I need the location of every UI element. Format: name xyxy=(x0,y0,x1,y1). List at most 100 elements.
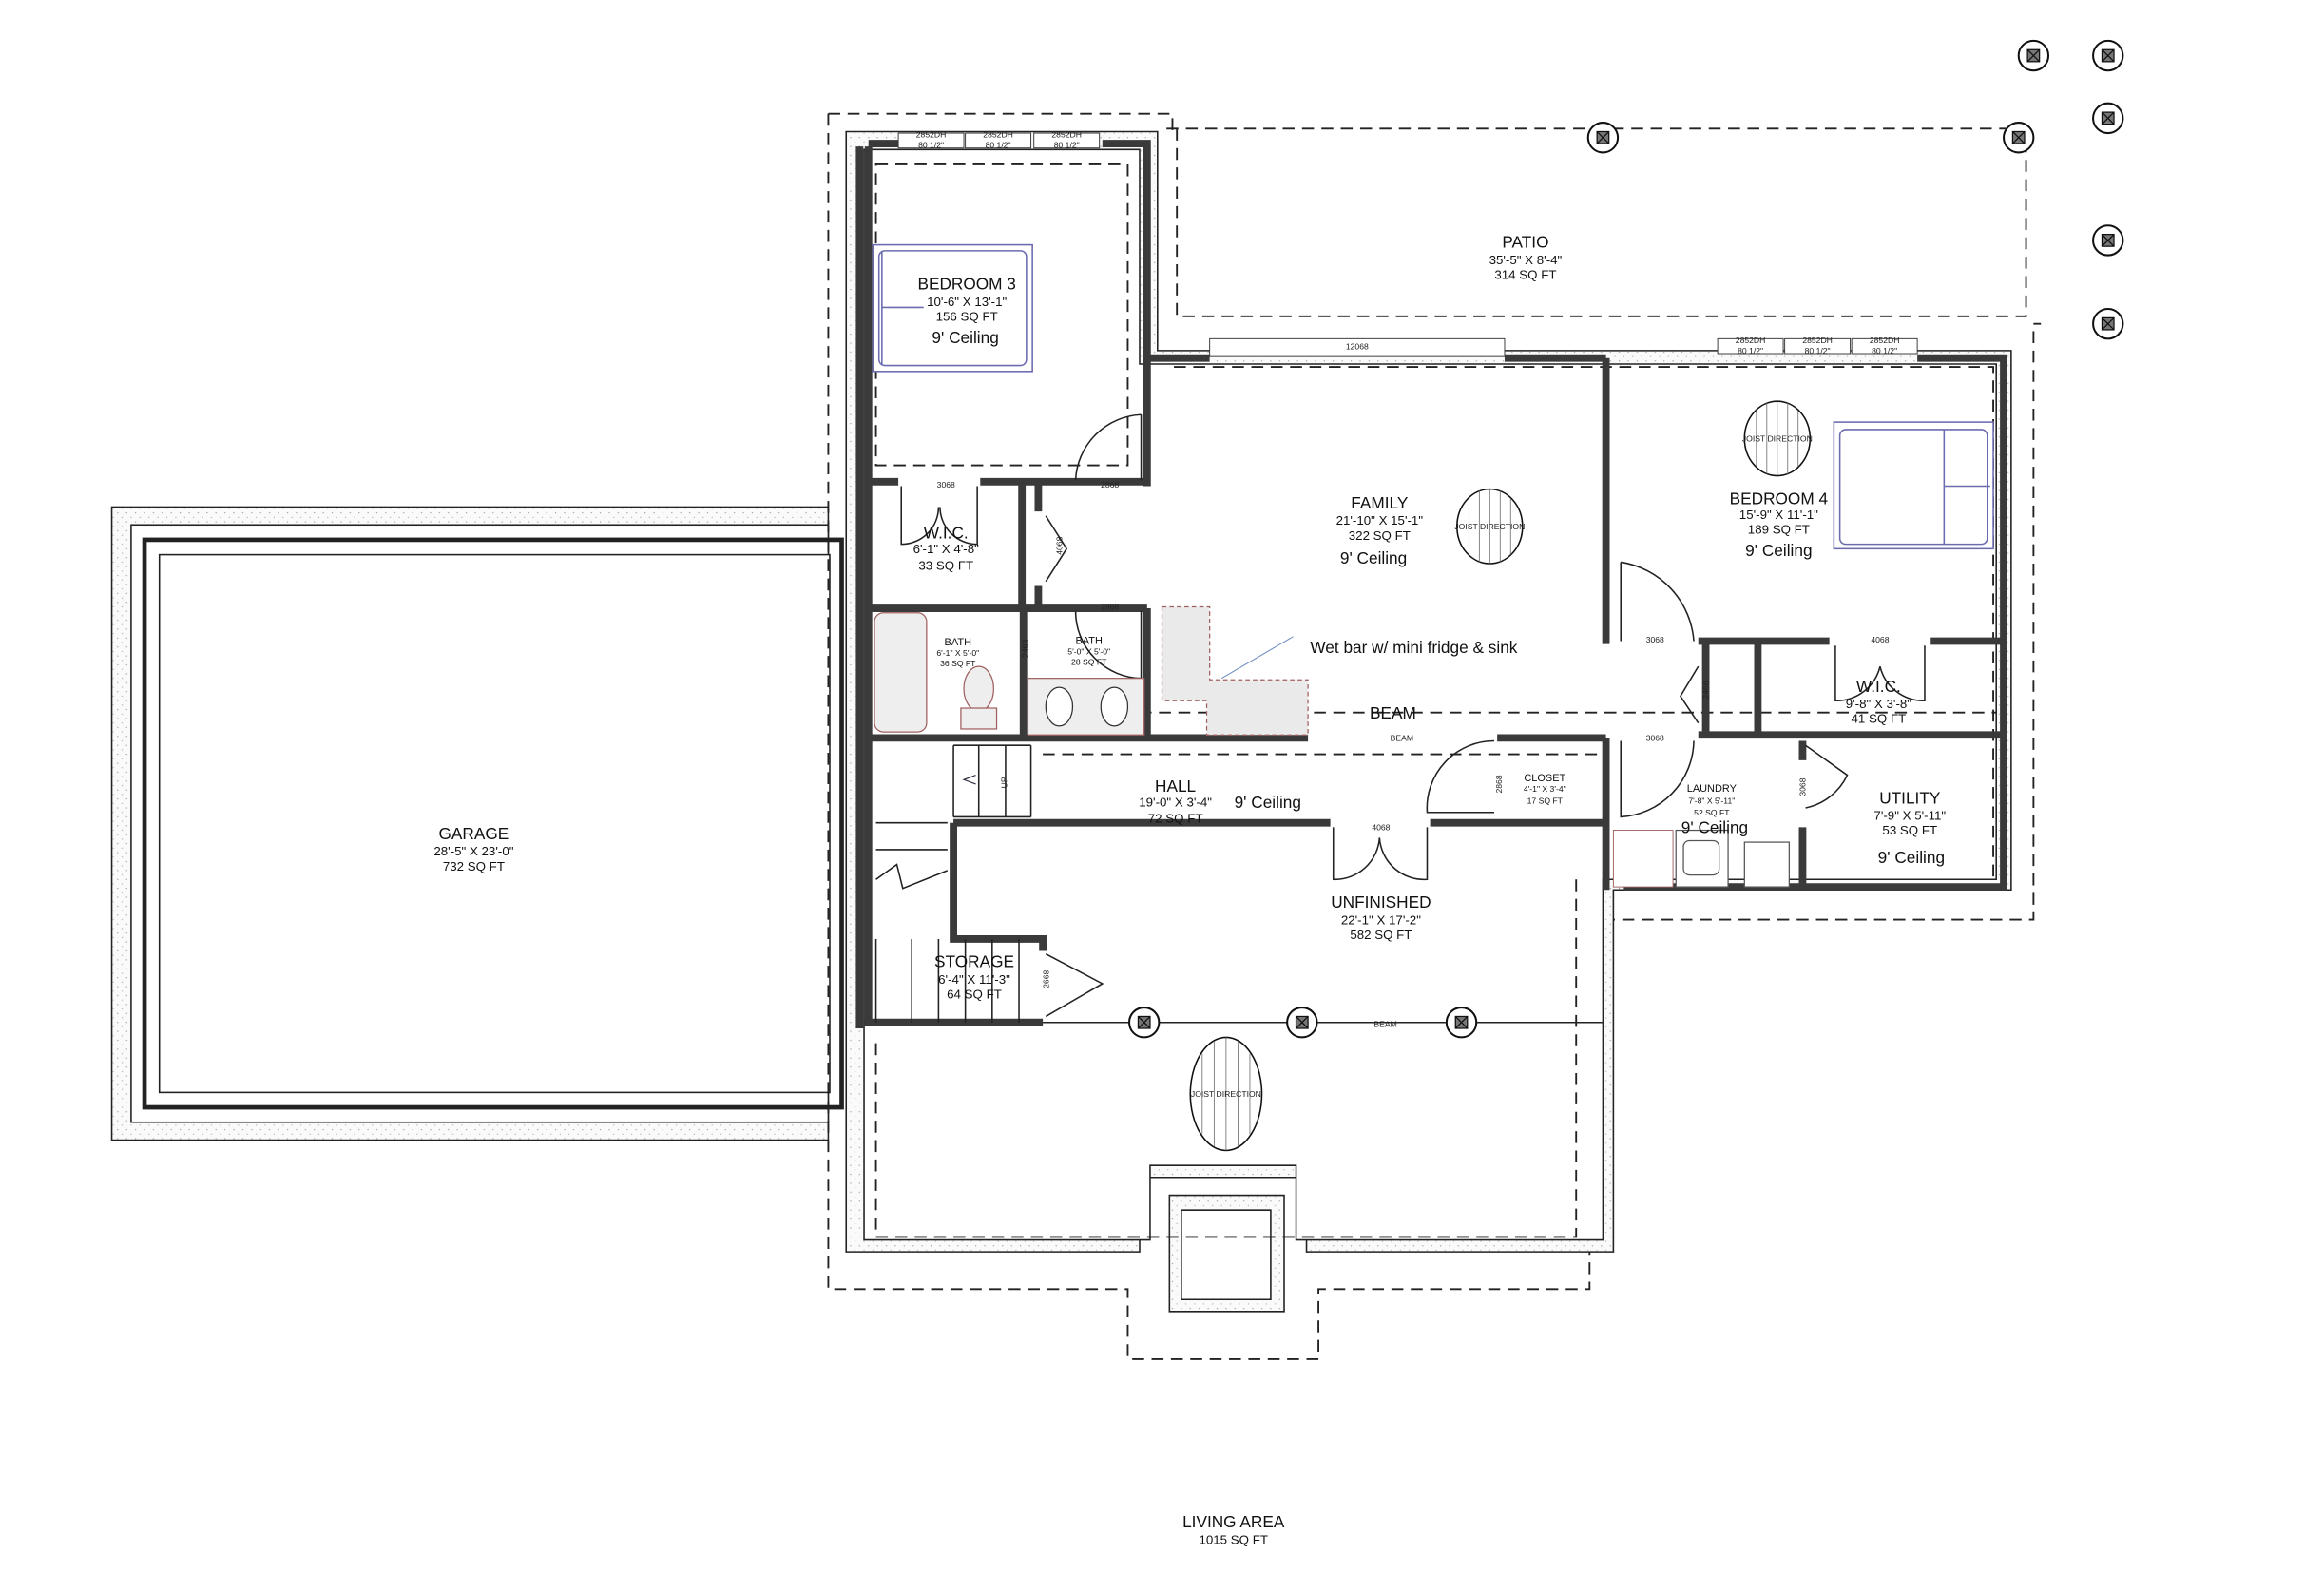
plan-label: 4068 xyxy=(1054,536,1064,554)
column-icon xyxy=(2017,39,2050,72)
plan-label: 189 SQ FT xyxy=(1748,523,1810,537)
plan-label: FAMILY xyxy=(1351,493,1409,512)
fixtures: UP xyxy=(872,243,1994,1023)
plan-label: 2852DH xyxy=(983,130,1013,140)
plan-label: 36 SQ FT xyxy=(940,659,976,668)
plan-label: 4068 xyxy=(1871,635,1889,644)
sink xyxy=(1100,686,1129,727)
plan-label: 6'-1" X 4'-8" xyxy=(913,542,980,556)
room-wic-right: W.I.C.9'-8" X 3'-8"41 SQ FT xyxy=(1846,677,1912,726)
column-icon xyxy=(1128,1007,1161,1039)
plan-label: 17 SQ FT xyxy=(1527,796,1564,805)
beam-label-small: BEAM xyxy=(1391,734,1413,743)
wet-bar-counter xyxy=(1161,605,1309,736)
plan-label: 2468 xyxy=(1020,640,1029,658)
plan-label: GARAGE xyxy=(439,824,509,843)
plan-label: 2852DH xyxy=(916,130,947,140)
plan-label: 80 1/2" xyxy=(986,141,1011,150)
plan-label: STORAGE xyxy=(934,952,1014,971)
plan-label: JOIST DIRECTION xyxy=(1191,1089,1261,1099)
plan-label: BATH xyxy=(945,637,972,648)
plan-label: 33 SQ FT xyxy=(918,558,973,572)
house-walls xyxy=(855,140,2007,1028)
plan-label: 582 SQ FT xyxy=(1350,928,1412,942)
plan-label: UTILITY xyxy=(1879,788,1941,807)
joist-icon: JOIST DIRECTION xyxy=(1189,1036,1263,1152)
plan-label: 2852DH xyxy=(1870,336,1900,345)
sink xyxy=(1045,686,1074,727)
plan-label: 35'-5" X 8'-4" xyxy=(1489,253,1563,267)
plan-label: 28 SQ FT xyxy=(1071,658,1107,667)
toilet-tank xyxy=(960,707,998,730)
plan-label: 1015 SQ FT xyxy=(1199,1532,1268,1546)
column-icon xyxy=(1586,122,1620,154)
plan-label: 28'-5" X 23'-0" xyxy=(433,844,513,858)
plan-label: 64 SQ FT xyxy=(947,988,1002,1002)
column-icon xyxy=(2003,122,2035,154)
plan-label: 22'-1" X 17'-2" xyxy=(1341,912,1421,927)
plan-label: 80 1/2" xyxy=(918,141,944,150)
plan-label: UNFINISHED xyxy=(1331,892,1431,911)
plan-label: 2668 xyxy=(1041,969,1050,988)
plan-label: 2868 xyxy=(1101,480,1119,489)
plan-label: W.I.C. xyxy=(1856,677,1901,696)
plan-label: 314 SQ FT xyxy=(1494,268,1556,282)
plan-label: 9' Ceiling xyxy=(1745,541,1812,560)
beam-label: BEAM xyxy=(1370,703,1416,722)
plan-label: 12068 xyxy=(1346,341,1369,351)
plan-label: 4'-1" X 3'-4" xyxy=(1524,784,1566,794)
column-icon xyxy=(1445,1007,1478,1039)
plan-label: 6'-4" X 11'-3" xyxy=(938,972,1010,987)
plan-label: 2868 xyxy=(1494,775,1504,793)
bed-bedroom4 xyxy=(1833,421,1994,550)
plan-label: BEDROOM 3 xyxy=(917,275,1015,294)
plan-label: 9'-8" X 3'-8" xyxy=(1846,697,1912,711)
plan-label: 732 SQ FT xyxy=(443,859,505,873)
column-icon xyxy=(2092,307,2124,340)
plan-label: 80 1/2" xyxy=(1738,346,1763,355)
wet-bar-leader xyxy=(1220,636,1294,680)
joist-icon: JOIST DIRECTION xyxy=(1454,488,1525,565)
plan-label: 9' Ceiling xyxy=(932,328,998,347)
garage-slab xyxy=(110,506,844,1141)
plan-label: 52 SQ FT xyxy=(1694,808,1730,817)
joist-direction-symbols: JOIST DIRECTION JOIST DIRECTION JOIST DI… xyxy=(1189,400,1813,1152)
plan-label: BATH xyxy=(1075,636,1103,647)
slider-door xyxy=(1209,337,1506,357)
plan-label: 10'-6" X 13'-1" xyxy=(927,295,1007,309)
plan-label: 21'-10" X 15'-1" xyxy=(1336,513,1424,527)
wet-bar-note: Wet bar w/ mini fridge & sink xyxy=(1310,638,1517,657)
plan-label: 53 SQ FT xyxy=(1882,823,1937,837)
plan-label: 2852DH xyxy=(1802,336,1833,345)
column-icon xyxy=(2092,39,2124,72)
plan-label: 80 1/2" xyxy=(1872,346,1897,355)
plan-label: CLOSET xyxy=(1524,773,1565,784)
plan-label: 80 1/2" xyxy=(1054,141,1080,150)
bed-bedroom3 xyxy=(872,243,1033,373)
plan-label: 19'-0" X 3'-4" xyxy=(1139,795,1212,809)
plan-label: 6'-1" X 5'-0" xyxy=(936,648,979,658)
plan-label: W.I.C. xyxy=(924,523,969,542)
arrow-icon xyxy=(962,774,976,785)
plan-label: 80 1/2" xyxy=(1805,346,1831,355)
toilet xyxy=(963,665,995,712)
room-wic-left: W.I.C.6'-1" X 4'-8" 33 SQ FT xyxy=(913,523,980,572)
plan-label: JOIST DIRECTION xyxy=(1742,433,1813,443)
plan-label: 9' Ceiling xyxy=(1878,848,1945,867)
bathtub xyxy=(874,612,928,733)
plan-label: 2468 xyxy=(1701,681,1711,699)
plan-label: 9' Ceiling xyxy=(1681,818,1748,837)
